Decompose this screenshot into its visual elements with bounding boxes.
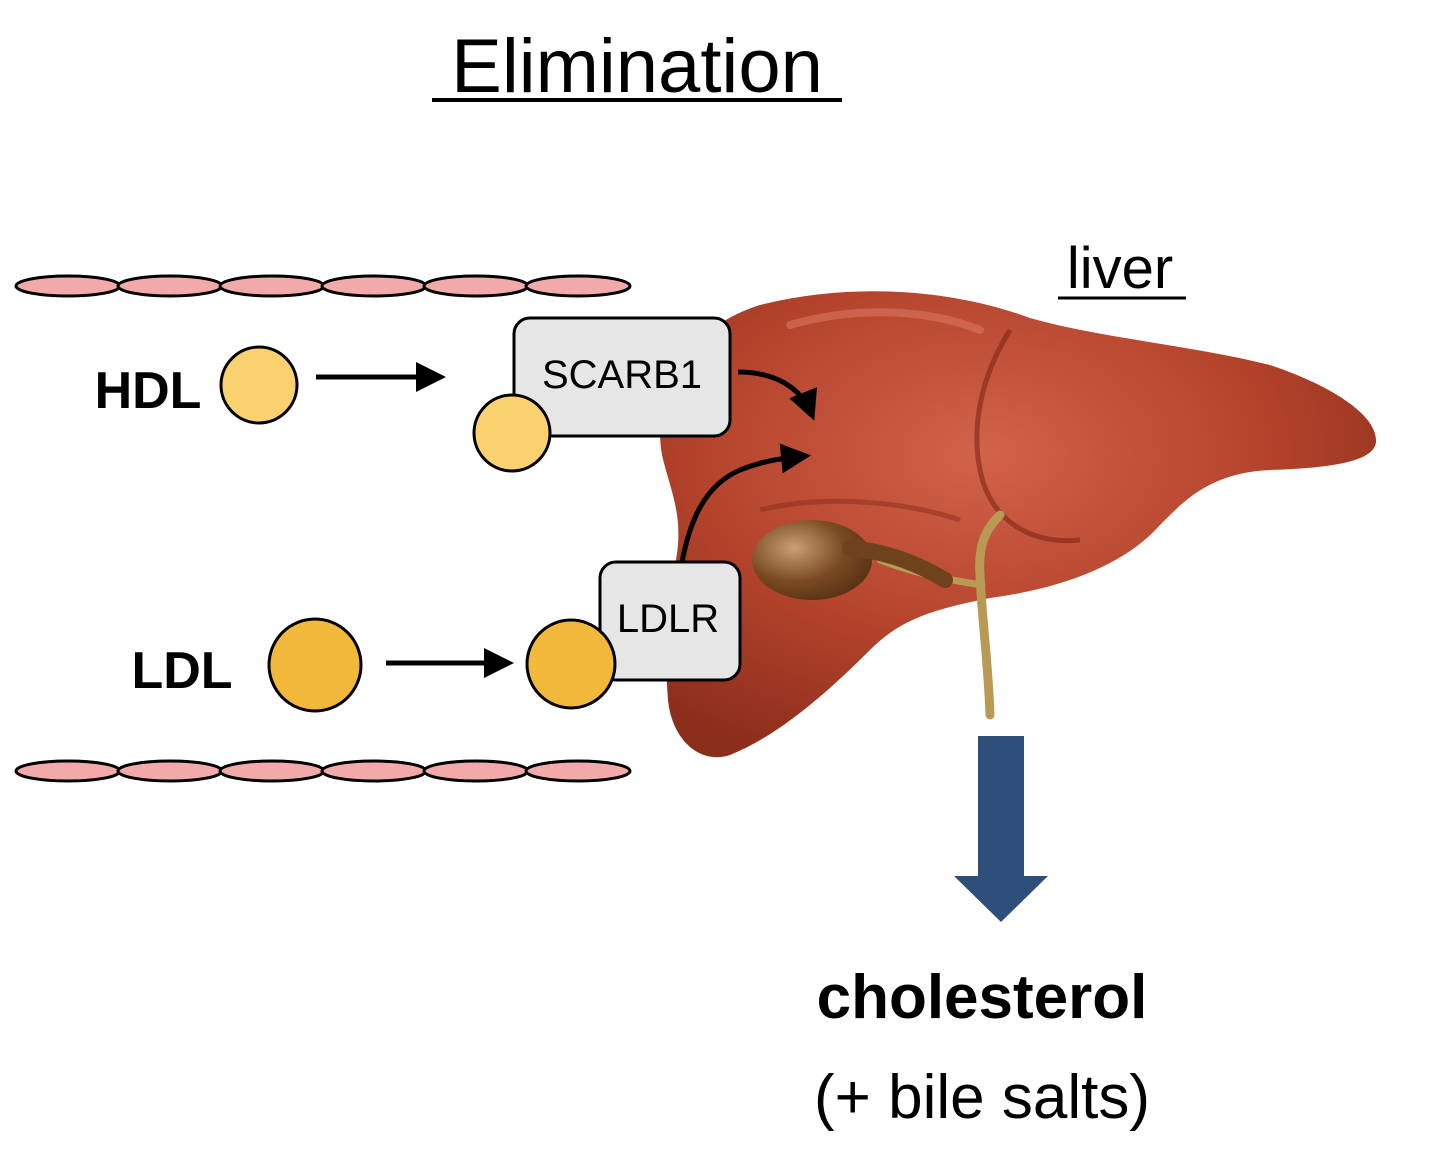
liver-illustration: [660, 291, 1377, 758]
ldl-bound-particle: [525, 618, 617, 710]
vessel-cell: [218, 274, 326, 298]
vessel-cell: [14, 274, 122, 298]
hdl-particle: [219, 345, 299, 425]
scarb1-label: SCARB1: [542, 353, 702, 397]
liver-lobe-line: [974, 328, 1081, 544]
scarb1-uptake-arrow: [737, 369, 817, 421]
cholesterol-output-arrow: [954, 736, 1048, 922]
hdl-label: HDL: [95, 362, 202, 420]
diagram-title: Elimination: [451, 24, 823, 109]
liver-label: liver: [1067, 236, 1173, 301]
ldlr-uptake-arrow: [679, 443, 811, 563]
ldlr-label: LDLR: [617, 597, 719, 641]
vessel-cell: [320, 759, 428, 783]
vessel-cell: [14, 759, 122, 783]
vessel-cell: [422, 274, 530, 298]
vessel-cell: [218, 759, 326, 783]
ldl-label: LDL: [131, 642, 232, 700]
ldl-particle: [267, 617, 363, 713]
liver-shape: [660, 291, 1377, 758]
output-sub-label: (+ bile salts): [814, 1063, 1150, 1132]
hdl-bound-particle: [472, 393, 552, 473]
vessel-cell: [422, 759, 530, 783]
liver-underside-line: [759, 498, 961, 523]
ldlr-box: [598, 560, 742, 682]
vessel-wall-top: [14, 274, 632, 298]
output-main-label: cholesterol: [817, 963, 1148, 1032]
vessel-cell: [320, 274, 428, 298]
liver-highlight: [786, 308, 984, 334]
vessel-cell: [524, 759, 632, 783]
bile-duct: [975, 510, 1005, 720]
vessel-cell: [116, 274, 224, 298]
vessel-cell: [116, 759, 224, 783]
vessel-wall-bottom: [14, 759, 632, 783]
gallbladder: [752, 520, 872, 600]
vessel-cell: [524, 274, 632, 298]
scarb1-box: [512, 316, 732, 438]
gallbladder-neck: [842, 540, 953, 588]
